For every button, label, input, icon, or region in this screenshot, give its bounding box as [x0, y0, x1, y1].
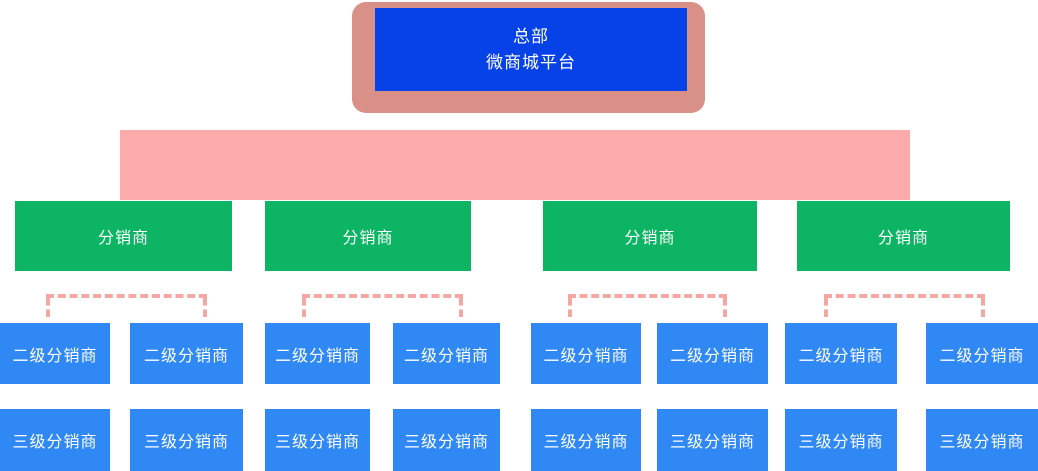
level3-node: 三级分销商	[130, 409, 243, 471]
dashed-connector	[824, 294, 985, 318]
level3-node: 三级分销商	[926, 409, 1038, 471]
level2-node: 二级分销商	[926, 323, 1038, 384]
level1-node: 分销商	[15, 201, 232, 271]
hq-title: 总部	[513, 26, 549, 46]
level1-node: 分销商	[265, 201, 471, 271]
level2-node: 二级分销商	[531, 323, 641, 384]
level2-node: 二级分销商	[785, 323, 897, 384]
level1-connector-bar	[120, 130, 910, 200]
level2-node: 二级分销商	[0, 323, 110, 384]
dashed-connector	[302, 294, 463, 318]
level3-node: 三级分销商	[785, 409, 897, 471]
level2-node: 二级分销商	[393, 323, 500, 384]
level1-node: 分销商	[797, 201, 1010, 271]
hq-node: 总部 微商城平台	[375, 8, 687, 91]
level3-node: 三级分销商	[393, 409, 500, 471]
level1-node: 分销商	[543, 201, 757, 271]
level2-node: 二级分销商	[130, 323, 243, 384]
level2-node: 二级分销商	[265, 323, 370, 384]
level3-node: 三级分销商	[657, 409, 768, 471]
dashed-connector	[46, 294, 207, 318]
level3-node: 三级分销商	[0, 409, 110, 471]
hq-subtitle: 微商城平台	[486, 52, 576, 72]
level2-node: 二级分销商	[657, 323, 768, 384]
level3-node: 三级分销商	[265, 409, 370, 471]
level3-node: 三级分销商	[531, 409, 641, 471]
dashed-connector	[568, 294, 727, 318]
